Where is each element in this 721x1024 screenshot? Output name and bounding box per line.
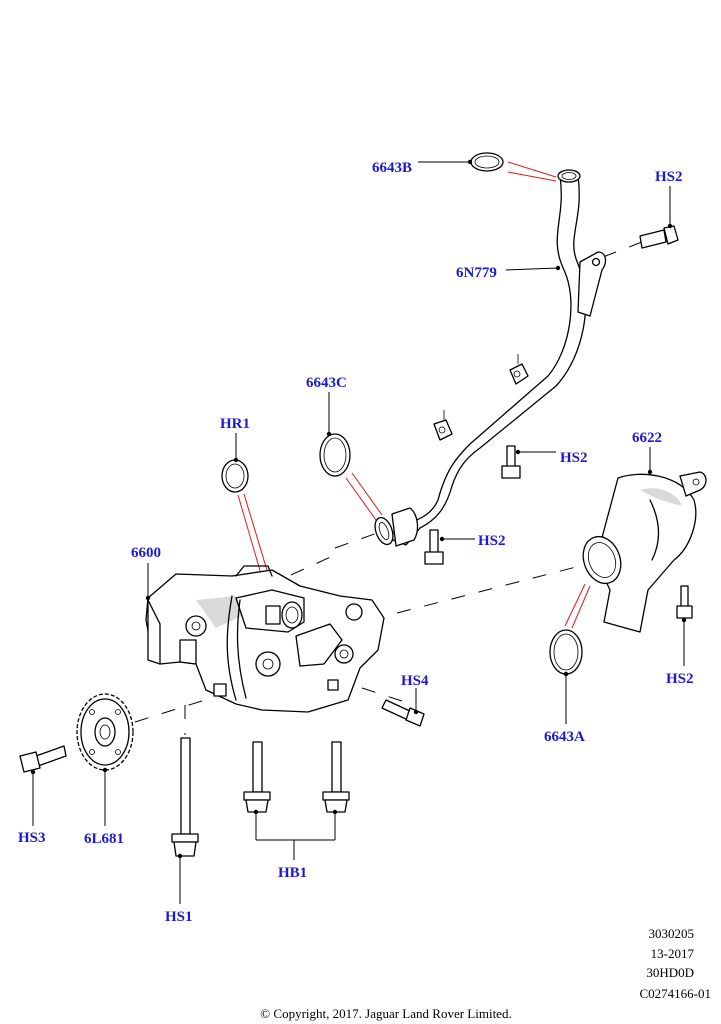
- callout-HR1: HR1: [220, 416, 250, 432]
- bolt-hb1-left: [243, 741, 271, 813]
- reference-code: 30HD0D: [646, 965, 694, 980]
- o-ring-HR1: [221, 459, 249, 493]
- callout-HS4: HS4: [401, 673, 429, 689]
- o-ring-6643C: [319, 433, 351, 477]
- callout-6N779: 6N779: [456, 265, 497, 281]
- bolt-hs4: [381, 699, 425, 727]
- assembly-centerlines: [134, 236, 656, 735]
- illustration-id: C0274166-01: [640, 986, 712, 1001]
- reference-number: 3030205: [649, 926, 695, 941]
- callout-6600: 6600: [131, 545, 161, 561]
- reference-block: 3030205 13-2017 30HD0D C0274166-01: [640, 926, 712, 1001]
- callout-6643A: 6643A: [544, 729, 585, 745]
- o-ring-6643A: [549, 629, 583, 675]
- reference-date: 13-2017: [651, 946, 695, 961]
- leader-lines: [30, 159, 687, 904]
- bolt-hs2-low: [424, 529, 444, 565]
- bolt-hs3: [19, 745, 67, 773]
- callout-6622: 6622: [632, 430, 662, 446]
- callout-HS3: HS3: [18, 830, 46, 846]
- callout-6643C: 6643C: [306, 375, 347, 391]
- bolt-hb1-right: [322, 741, 350, 813]
- oil-pipe-6N779: [374, 169, 607, 547]
- callout-HS1: HS1: [165, 909, 193, 925]
- copyright-notice: © Copyright, 2017. Jaguar Land Rover Lim…: [260, 1006, 511, 1021]
- outlet-housing-6622: [582, 471, 707, 633]
- callout-hs2-right: HS2: [666, 671, 694, 687]
- callout-6L681: 6L681: [84, 831, 124, 847]
- sprocket-6L681: [76, 693, 134, 771]
- bolt-hs1: [171, 737, 199, 857]
- callout-HB1: HB1: [278, 865, 307, 881]
- bolt-hs2-mid: [501, 445, 521, 479]
- bolt-hs2-top: [639, 225, 679, 249]
- bolt-hs2-right: [676, 585, 693, 619]
- callout-6643B: 6643B: [372, 160, 412, 176]
- callout-labels: 6643B HS2 6N779 6643C HR1 6622 HS2 HS2 6…: [18, 160, 694, 925]
- callout-hs2-low: HS2: [478, 533, 506, 549]
- oil-pump-6600: [145, 565, 385, 713]
- o-ring-6643B: [470, 152, 504, 172]
- callout-hs2-top: HS2: [655, 169, 683, 185]
- callout-hs2-mid: HS2: [560, 450, 588, 466]
